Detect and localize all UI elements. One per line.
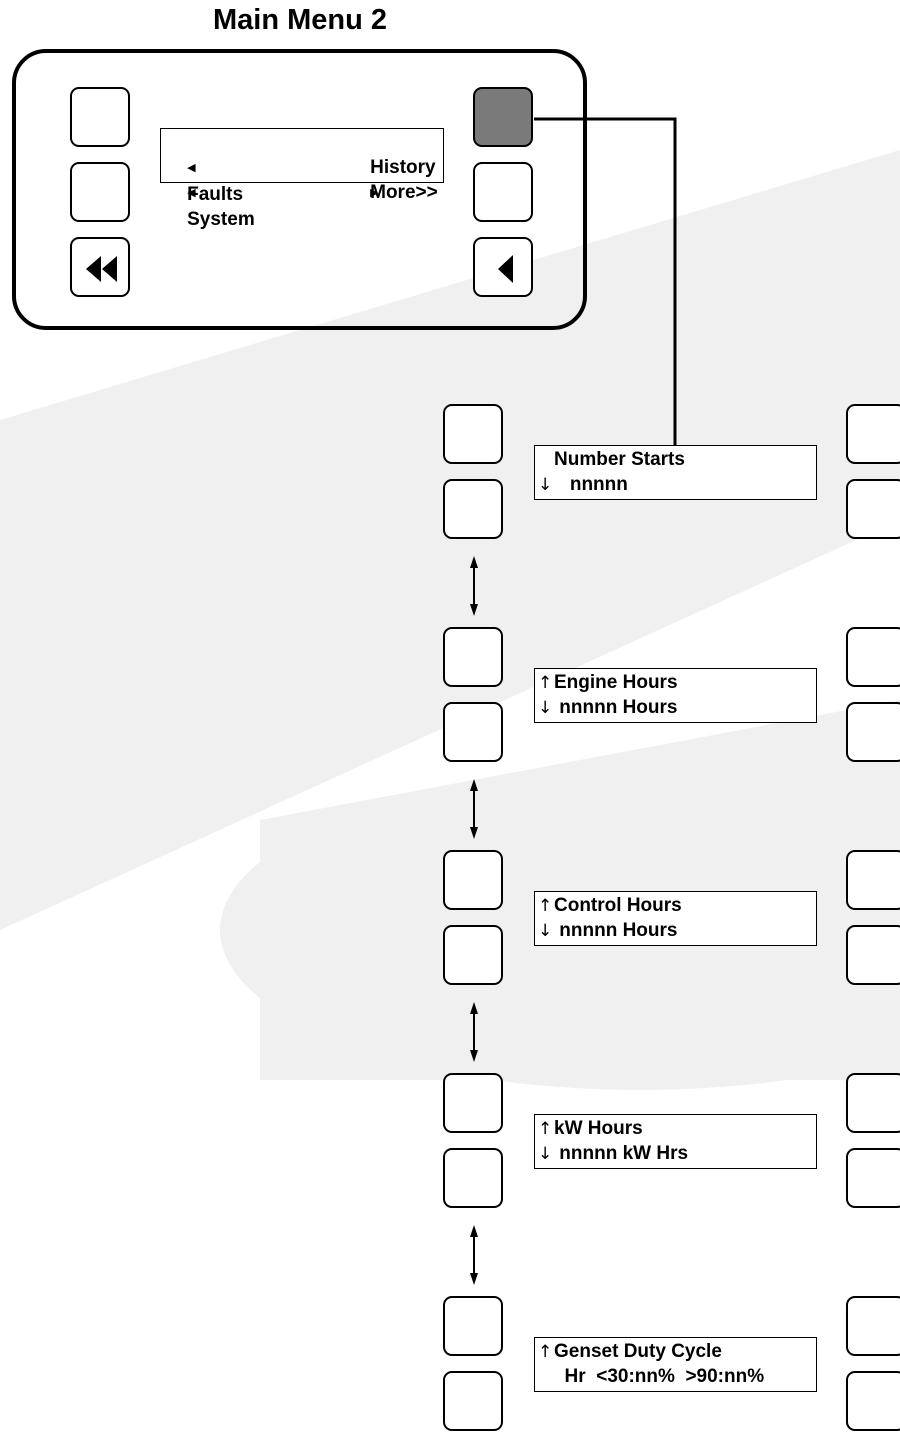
up-down-arrow-icon: [470, 1225, 478, 1285]
left-triangle-icon: [498, 255, 513, 283]
menu-key-mid-left[interactable]: [70, 162, 130, 222]
screen-5-right-key-upper[interactable]: [846, 1296, 900, 1356]
screen-2-left-key-lower[interactable]: [443, 702, 503, 762]
screen-4-right-key-lower[interactable]: [846, 1148, 900, 1208]
down-arrow-icon: ↓: [538, 698, 553, 718]
screen-value: nnnnn: [554, 474, 628, 495]
more-key[interactable]: [473, 162, 533, 222]
screen-value: nnnnn Hours: [554, 920, 678, 941]
screen-1-right-key-lower[interactable]: [846, 479, 900, 539]
down-arrow-icon: ↓: [538, 921, 553, 941]
screen-4-left-key-upper[interactable]: [443, 1073, 503, 1133]
screen-2-display: ↑Engine Hours↓ nnnnn Hours: [534, 668, 817, 723]
left-triangle-icon: ◀: [187, 161, 196, 174]
screen-2-left-key-upper[interactable]: [443, 627, 503, 687]
back-key[interactable]: [473, 237, 533, 297]
double-left-triangle-icon: [86, 256, 117, 282]
screen-title: Genset Duty Cycle: [554, 1341, 722, 1362]
screen-4-left-key-lower[interactable]: [443, 1148, 503, 1208]
screen-2-right-key-upper[interactable]: [846, 627, 900, 687]
up-arrow-icon: ↑: [538, 673, 553, 693]
screen-1-left-key-upper[interactable]: [443, 404, 503, 464]
up-arrow-icon: ↑: [538, 1342, 553, 1362]
more-option[interactable]: More>>: [370, 182, 438, 203]
menu-key-top-left[interactable]: [70, 87, 130, 147]
page-title: Main Menu 2: [212, 4, 387, 36]
screen-title: Engine Hours: [554, 672, 678, 693]
right-triangle-icon: ▶: [370, 186, 379, 199]
screen-value: nnnnn kW Hrs: [554, 1143, 689, 1164]
up-down-arrow-icon: [470, 556, 478, 616]
history-key[interactable]: [473, 87, 533, 147]
down-arrow-icon: ↓: [538, 1144, 553, 1164]
screen-1-right-key-upper[interactable]: [846, 404, 900, 464]
up-arrow-icon: ↑: [538, 1119, 553, 1139]
main-menu-display: ◀ Faults History ▶ ◀ System More>>: [160, 128, 444, 230]
screen-title: kW Hours: [554, 1118, 643, 1139]
up-down-arrow-icon: [470, 1002, 478, 1062]
screen-3-right-key-upper[interactable]: [846, 850, 900, 910]
screen-3-right-key-lower[interactable]: [846, 925, 900, 985]
screen-5-left-key-lower[interactable]: [443, 1371, 503, 1431]
system-option[interactable]: System: [187, 209, 255, 230]
left-triangle-icon: ◀: [187, 186, 196, 199]
screen-5-left-key-upper[interactable]: [443, 1296, 503, 1356]
screen-5-right-key-lower[interactable]: [846, 1371, 900, 1431]
up-arrow-icon: ↑: [538, 896, 553, 916]
down-arrow-icon: ↓: [538, 475, 553, 495]
screen-3-display: ↑Control Hours↓ nnnnn Hours: [534, 891, 817, 946]
history-option[interactable]: History: [370, 157, 436, 178]
screen-4-right-key-upper[interactable]: [846, 1073, 900, 1133]
screen-1-display: Number Starts↓ nnnnn: [534, 445, 817, 500]
screen-5-display: ↑Genset Duty Cycle Hr <30:nn% >90:nn%: [534, 1337, 817, 1392]
screen-1-left-key-lower[interactable]: [443, 479, 503, 539]
main-menu-panel: [12, 49, 587, 330]
screen-3-left-key-upper[interactable]: [443, 850, 503, 910]
screen-title: Control Hours: [554, 895, 682, 916]
up-down-arrow-icon: [470, 779, 478, 839]
home-key[interactable]: [70, 237, 130, 297]
screen-4-display: ↑kW Hours↓ nnnnn kW Hrs: [534, 1114, 817, 1169]
screen-value: nnnnn Hours: [554, 697, 678, 718]
screen-value: Hr <30:nn% >90:nn%: [554, 1366, 765, 1387]
screen-3-left-key-lower[interactable]: [443, 925, 503, 985]
screen-title: Number Starts: [554, 449, 685, 470]
screen-2-right-key-lower[interactable]: [846, 702, 900, 762]
faults-option[interactable]: Faults: [187, 184, 244, 205]
